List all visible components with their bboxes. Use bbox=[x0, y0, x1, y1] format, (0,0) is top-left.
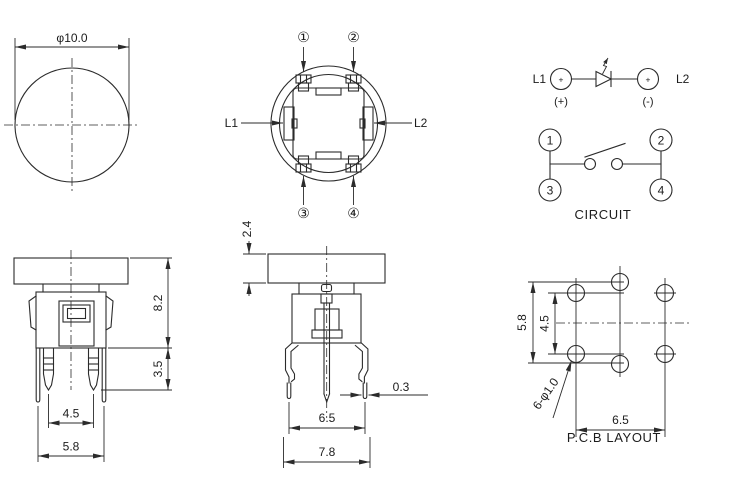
terminal-pin-4 bbox=[345, 155, 362, 173]
latch-right bbox=[105, 295, 114, 331]
lamp-cathode-terminal bbox=[636, 67, 660, 91]
pin1-callout: ① bbox=[297, 29, 310, 45]
pin-length-dimension-label: 3.5 bbox=[151, 360, 165, 377]
side-view-figure: 2.4 0.3 6.5 7.8 bbox=[240, 220, 428, 468]
svg-text:+: + bbox=[559, 75, 564, 85]
base-width-dimension-label: 5.8 bbox=[63, 440, 80, 454]
contact-right bbox=[610, 157, 624, 171]
svg-text:1: 1 bbox=[547, 134, 554, 148]
front-view-figure: 8.2 3.5 4.5 5.8 bbox=[13, 250, 172, 462]
hole-switch-bottom-right bbox=[655, 344, 675, 364]
hole-lamp-top bbox=[610, 272, 630, 292]
switch-base-square bbox=[292, 87, 365, 160]
height-dimension-label: 8.2 bbox=[151, 294, 165, 311]
col-pitch-dimension-label: 6.5 bbox=[612, 413, 629, 427]
circuit-figure: L1 + (+) + (-) L2 1 2 3 4 CIRCUIT bbox=[533, 57, 690, 222]
anode-polarity-label: (+) bbox=[554, 96, 568, 108]
hole-lamp-bottom bbox=[610, 354, 630, 374]
terminal-pin-3 bbox=[295, 155, 312, 173]
button-cap-side bbox=[267, 253, 386, 284]
overall-width-dimension-label: 7.8 bbox=[319, 445, 336, 459]
terminal-pin-1 bbox=[295, 74, 312, 92]
terminal-pin-2 bbox=[345, 74, 362, 92]
cathode-polarity-label: (-) bbox=[643, 96, 654, 108]
lamp-window bbox=[58, 300, 95, 347]
top-view-figure: φ10.0 bbox=[4, 31, 140, 192]
cap-height-dimension-label: 2.4 bbox=[240, 220, 254, 237]
circuit-caption: CIRCUIT bbox=[575, 207, 632, 222]
switch-lever bbox=[584, 142, 626, 158]
hole-switch-top-left bbox=[566, 283, 586, 303]
pin3-callout: ③ bbox=[297, 205, 310, 221]
l1-callout: L1 bbox=[225, 116, 239, 130]
lamp-leg-right bbox=[101, 347, 107, 403]
hole-switch-top-right bbox=[655, 283, 675, 303]
pcb-layout-caption: P.C.B LAYOUT bbox=[567, 430, 661, 445]
svg-text:3: 3 bbox=[547, 184, 554, 198]
diameter-dimension-label: φ10.0 bbox=[56, 31, 87, 45]
hole-spec-leader bbox=[552, 360, 572, 419]
svg-text:2: 2 bbox=[658, 134, 665, 148]
pin2-callout: ② bbox=[347, 29, 360, 45]
button-cap bbox=[13, 257, 129, 285]
l2-callout: L2 bbox=[414, 116, 428, 130]
pin-pitch-dimension-label: 4.5 bbox=[63, 407, 80, 421]
leg-thickness-dimension-label: 0.3 bbox=[393, 380, 410, 394]
lamp-pitch-dimension-label: 5.8 bbox=[515, 314, 529, 331]
leg-pitch-dimension-label: 6.5 bbox=[319, 411, 336, 425]
svg-text:4: 4 bbox=[658, 184, 665, 198]
latch-left bbox=[28, 295, 37, 331]
lamp-tab-left bbox=[283, 106, 295, 141]
row-pitch-dimension-label: 4.5 bbox=[538, 315, 552, 332]
contact-left bbox=[583, 157, 597, 171]
bottom-view-figure: ① ② ③ ④ L1 L2 bbox=[225, 29, 428, 221]
circuit-l2-label: L2 bbox=[676, 72, 690, 86]
led-symbol bbox=[595, 70, 613, 88]
circuit-l1-label: L1 bbox=[533, 72, 547, 86]
pcb-layout-figure: 5.8 4.5 6.5 6-φ1.0 P.C.B LAYOUT bbox=[515, 266, 690, 445]
spring-leg-left bbox=[284, 342, 293, 384]
pin4-callout: ④ bbox=[347, 205, 360, 221]
switch-pin-left bbox=[42, 347, 55, 392]
switch-pin-right bbox=[87, 347, 100, 392]
lamp-tab-right bbox=[362, 106, 374, 141]
svg-text:+: + bbox=[646, 75, 651, 85]
switch-body bbox=[35, 291, 107, 349]
outer-rim-circle bbox=[270, 65, 387, 182]
lamp-leg-left bbox=[35, 347, 41, 403]
hole-switch-bottom-left bbox=[566, 344, 586, 364]
led-light-arrow-icon bbox=[602, 57, 609, 75]
spring-leg-right bbox=[360, 342, 369, 384]
